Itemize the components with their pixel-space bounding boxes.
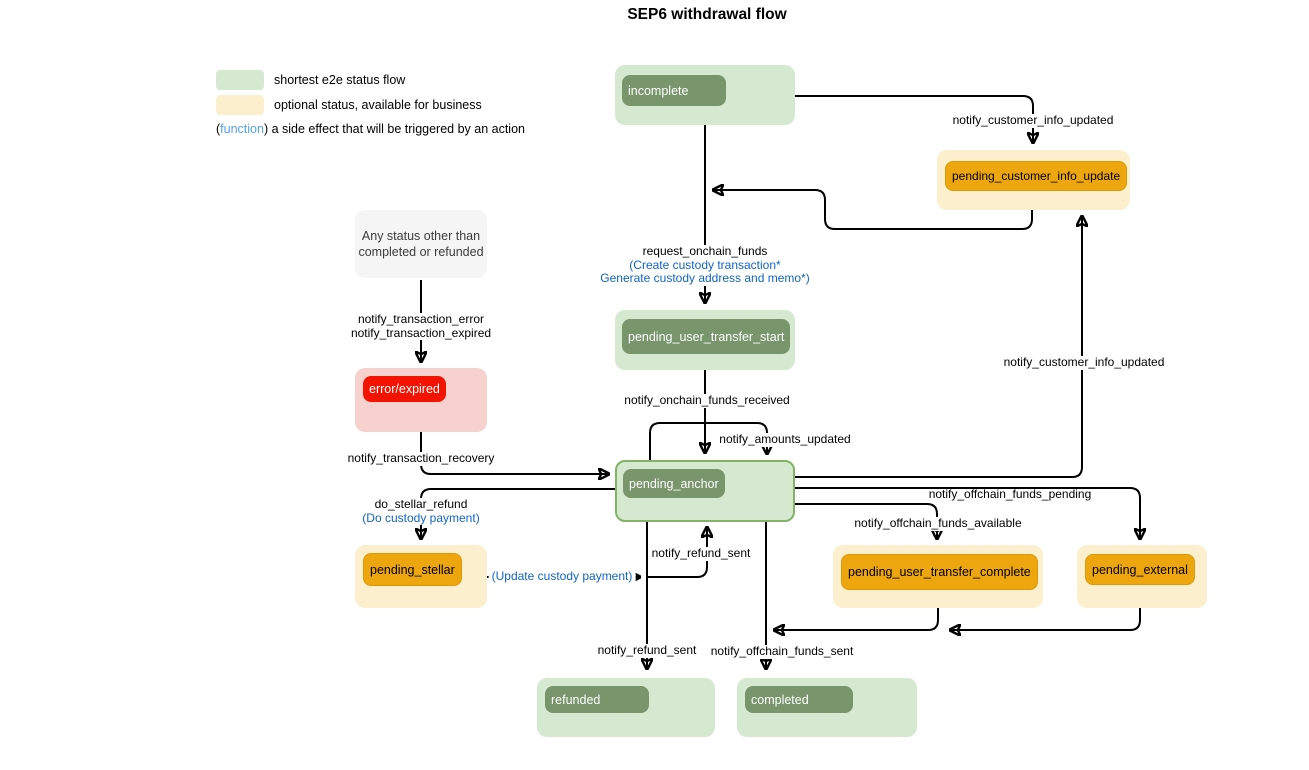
edge-label-notify-customer-info-updated-top: notify_customer_info_updated bbox=[949, 113, 1117, 128]
edge-label-notify-offchain-funds-pending: notify_offchain_funds_pending bbox=[928, 487, 1092, 501]
edge-label-notify-refund-sent-bottom: notify_refund_sent bbox=[594, 643, 700, 658]
legend-paren-open: ( bbox=[216, 122, 221, 136]
edge-label-notify-amounts-updated: notify_amounts_updated bbox=[716, 432, 854, 447]
legend-yellow-swatch bbox=[216, 95, 264, 115]
edge-label-do-custody-payment: (Do custody payment) bbox=[362, 510, 480, 525]
edge-label-update-custody-payment: (Update custody payment) bbox=[488, 569, 636, 584]
node-incomplete: incomplete bbox=[615, 65, 795, 125]
edge-pending-user-transfer-complete-merge bbox=[774, 608, 939, 630]
node-pending-anchor-label: pending_anchor bbox=[629, 476, 719, 491]
node-pending-customer-info-update-pill: pending_customer_info_update bbox=[945, 161, 1128, 191]
node-incomplete-label: incomplete bbox=[628, 83, 689, 98]
node-pending-user-transfer-complete-pill: pending_user_transfer_complete bbox=[841, 554, 1038, 590]
edge-anchor-to-pending-external bbox=[795, 487, 1140, 539]
edge-label-notify-transaction-recovery: notify_transaction_recovery bbox=[344, 451, 498, 466]
page-title: SEP6 withdrawal flow bbox=[627, 6, 787, 23]
note-line-1: Any status other than bbox=[361, 229, 481, 243]
edge-anchor-to-pending-customer-info-update bbox=[795, 216, 1082, 478]
note-any-status: Any status other than completed or refun… bbox=[355, 210, 487, 278]
edge-anchor-self-loop-amounts-updated bbox=[649, 422, 767, 460]
node-error-expired-pill: error/expired bbox=[363, 376, 446, 402]
edge-label-notify-offchain-funds-available: notify_offchain_funds_available bbox=[851, 516, 1025, 531]
node-pending-stellar: pending_stellar bbox=[355, 545, 487, 608]
legend-function-desc: a side effect that will be triggered by … bbox=[268, 122, 525, 136]
node-pending-external-pill: pending_external bbox=[1085, 554, 1195, 585]
node-refunded-pill: refunded bbox=[545, 686, 649, 713]
edge-label-transaction-error-block: notify_transaction_error notify_transact… bbox=[347, 312, 495, 340]
edge-label-request-onchain-funds-block: request_onchain_funds (Create custody tr… bbox=[597, 244, 813, 286]
node-refunded: refunded bbox=[537, 678, 715, 737]
node-pending-user-transfer-complete-label: pending_user_transfer_complete bbox=[848, 565, 1031, 579]
legend-function-row: (function) a side effect that will be tr… bbox=[216, 122, 525, 136]
edge-label-notify-transaction-error: notify_transaction_error bbox=[357, 312, 485, 326]
node-pending-stellar-pill: pending_stellar bbox=[363, 553, 462, 586]
node-pending-user-transfer-start-label: pending_user_transfer_start bbox=[628, 329, 785, 344]
edge-label-notify-onchain-funds-received: notify_onchain_funds_received bbox=[621, 393, 793, 408]
edge-label-notify-refund-sent-mid: notify_refund_sent bbox=[648, 546, 754, 561]
node-pending-user-transfer-start-pill: pending_user_transfer_start bbox=[622, 319, 791, 354]
edge-label-generate-custody-address: Generate custody address and memo*) bbox=[600, 271, 810, 285]
node-refunded-label: refunded bbox=[551, 692, 601, 707]
legend-paren-close: ) bbox=[263, 122, 269, 136]
node-error-expired: error/expired bbox=[355, 368, 487, 432]
edge-label-do-stellar-refund-block: do_stellar_refund (Do custody payment) bbox=[359, 497, 483, 525]
node-completed: completed bbox=[737, 678, 917, 737]
edge-anchor-to-pending-user-transfer-complete bbox=[795, 503, 937, 539]
legend: shortest e2e status flow optional status… bbox=[216, 70, 546, 140]
node-incomplete-pill: incomplete bbox=[622, 75, 726, 106]
legend-green-swatch bbox=[216, 70, 264, 90]
edge-label-notify-customer-info-updated-right: notify_customer_info_updated bbox=[1000, 355, 1168, 370]
edge-label-do-stellar-refund: do_stellar_refund bbox=[374, 497, 468, 511]
node-completed-pill: completed bbox=[745, 686, 853, 713]
edge-label-notify-offchain-funds-sent: notify_offchain_funds_sent bbox=[707, 644, 857, 659]
legend-function-word: function bbox=[220, 122, 264, 136]
node-pending-external-label: pending_external bbox=[1092, 562, 1188, 577]
edge-label-request-onchain-funds: request_onchain_funds bbox=[642, 244, 768, 258]
edge-label-create-custody-transaction: (Create custody transaction* bbox=[629, 257, 781, 272]
edge-pending-external-merge bbox=[950, 608, 1141, 630]
node-pending-external: pending_external bbox=[1077, 545, 1207, 608]
node-pending-user-transfer-start: pending_user_transfer_start bbox=[615, 310, 795, 370]
edge-incomplete-to-pending-customer-info-update bbox=[795, 95, 1033, 143]
node-pending-customer-info-update: pending_customer_info_update bbox=[937, 150, 1130, 210]
node-error-expired-label: error/expired bbox=[369, 382, 440, 396]
node-completed-label: completed bbox=[751, 692, 809, 707]
note-line-2: completed or refunded bbox=[358, 245, 484, 259]
legend-green-label: shortest e2e status flow bbox=[274, 73, 406, 87]
edge-pending-customer-info-update-return bbox=[713, 190, 1033, 230]
legend-yellow-label: optional status, available for business bbox=[274, 98, 482, 112]
node-pending-stellar-label: pending_stellar bbox=[370, 562, 455, 577]
edge-label-notify-transaction-expired: notify_transaction_expired bbox=[350, 325, 492, 340]
node-pending-user-transfer-complete: pending_user_transfer_complete bbox=[833, 545, 1043, 608]
node-pending-anchor-pill: pending_anchor bbox=[623, 469, 725, 498]
node-pending-anchor: pending_anchor bbox=[615, 460, 795, 522]
edge-refund-sent-up-to-anchor bbox=[647, 527, 707, 578]
node-pending-customer-info-update-label: pending_customer_info_update bbox=[952, 169, 1121, 183]
